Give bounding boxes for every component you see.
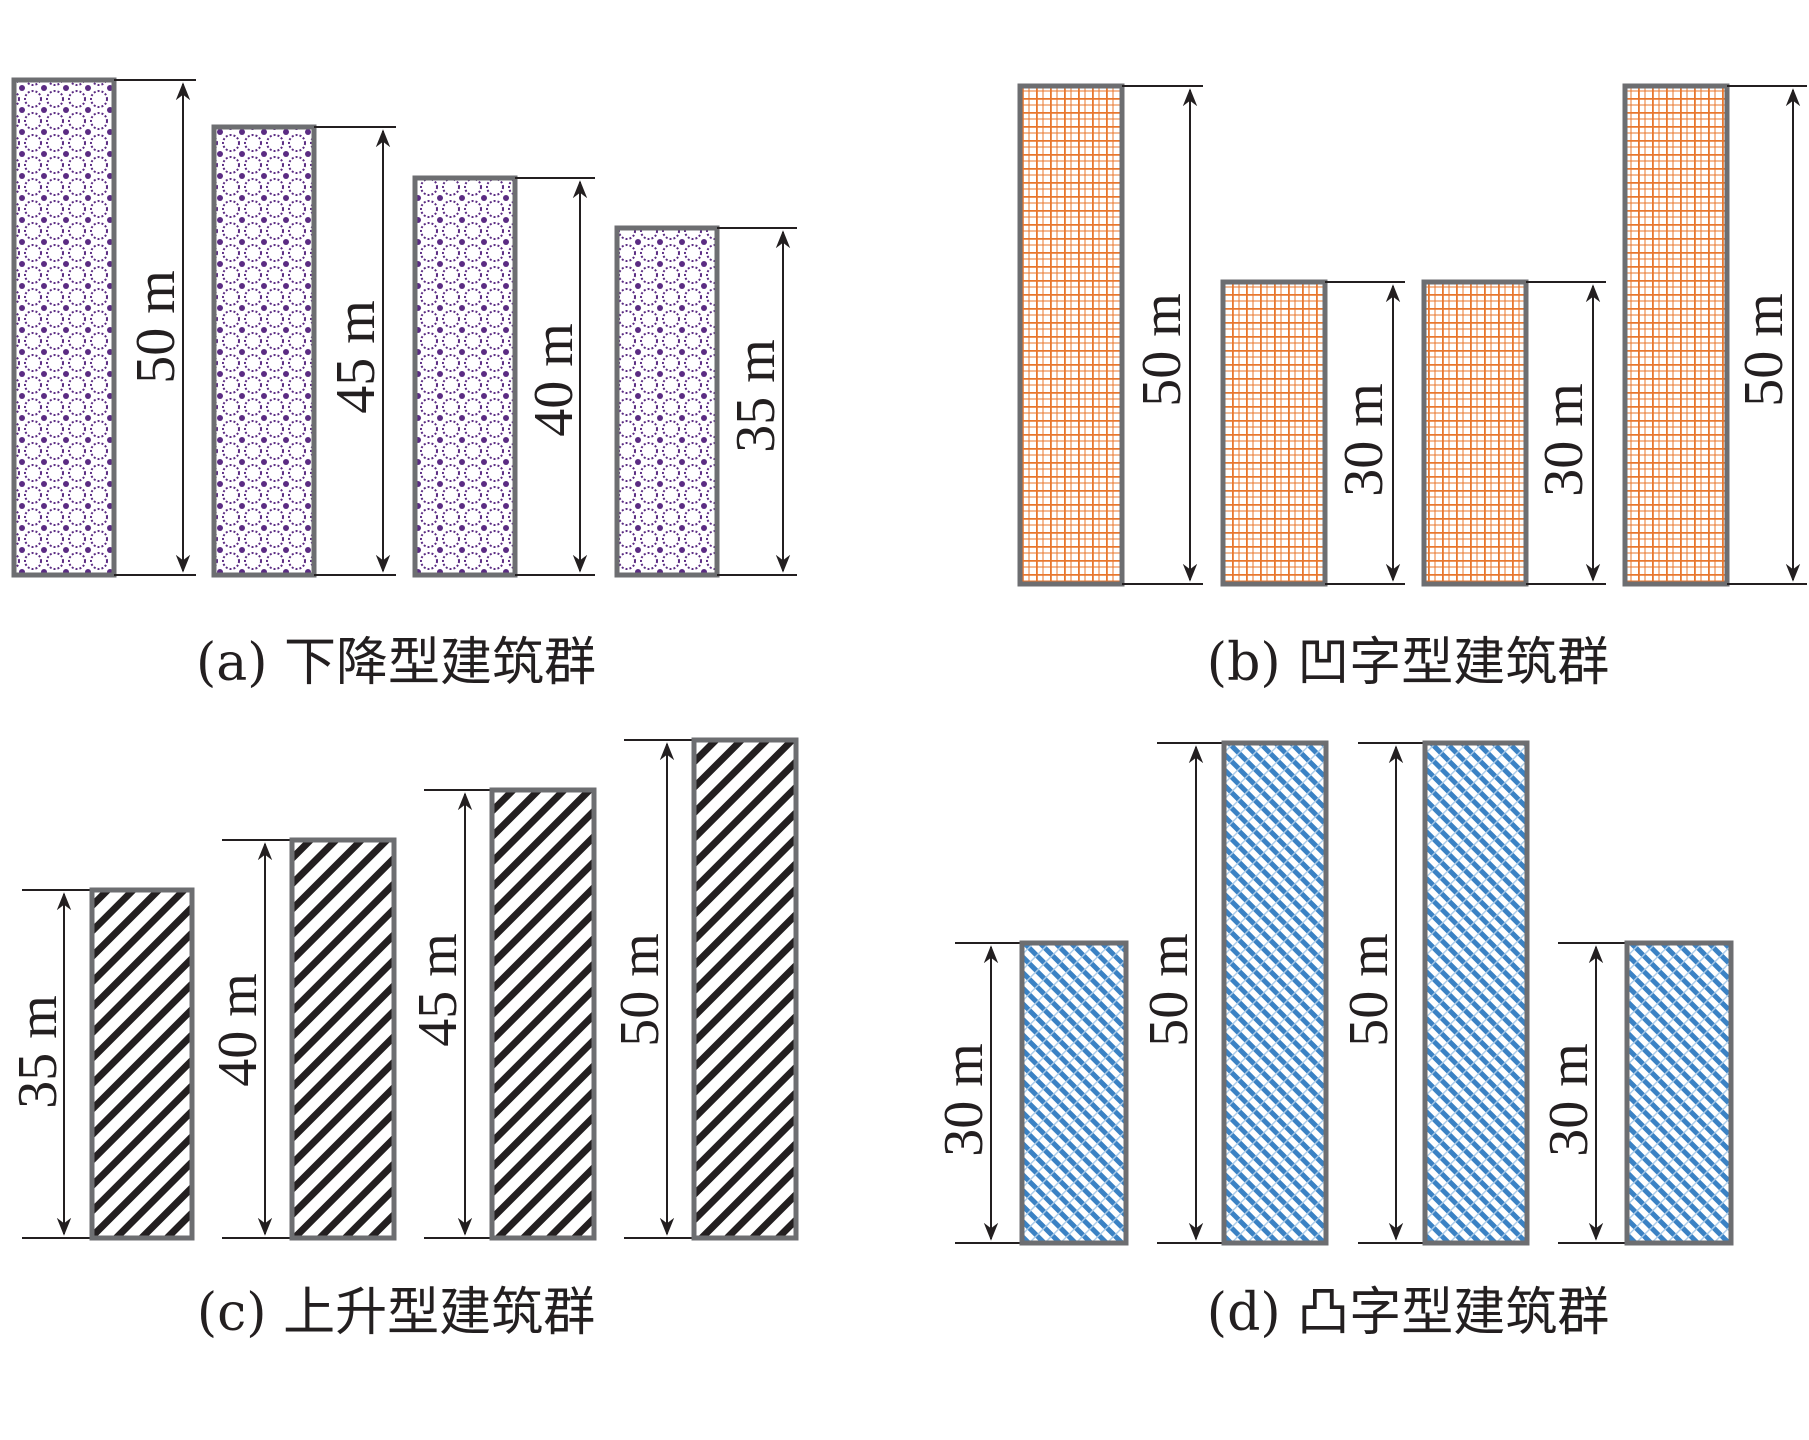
building-a1-body (11, 77, 117, 578)
height-label: 35 m (7, 995, 69, 1109)
panel-b: 50 m 30 m 30 m 50 m (b) 凹字型建筑群 (1017, 83, 1807, 693)
height-label: 30 m (1333, 383, 1395, 497)
building-a4-body (614, 225, 720, 578)
building-b3-body (1421, 279, 1529, 587)
building-b4: 50 m (1622, 83, 1807, 587)
building-b4-body (1622, 83, 1730, 587)
building-c3-body (489, 787, 597, 1241)
height-label: 50 m (1138, 933, 1200, 1047)
building-c2: 40 m (207, 837, 397, 1241)
building-b2-body (1220, 279, 1328, 587)
building-b1: 50 m (1017, 83, 1203, 587)
panel-caption: (b) 凹字型建筑群 (1207, 633, 1609, 693)
panel-caption: (c) 上升型建筑群 (197, 1283, 595, 1343)
height-label: 50 m (1338, 933, 1400, 1047)
height-label: 30 m (1533, 383, 1595, 497)
building-d2: 50 m (1138, 740, 1329, 1246)
building-d2-body (1221, 740, 1329, 1246)
building-c4: 50 m (609, 737, 799, 1241)
height-label: 50 m (125, 270, 187, 384)
panel-caption: (d) 凸字型建筑群 (1207, 1283, 1609, 1343)
building-c3: 45 m (407, 787, 597, 1241)
building-d4: 30 m (1538, 940, 1734, 1246)
building-b1-body (1017, 83, 1125, 587)
building-a3: 40 m (412, 175, 595, 578)
building-d3: 50 m (1338, 740, 1530, 1246)
building-d3-body (1422, 740, 1530, 1246)
panel-c: 35 m 40 m 45 m 50 m (c) 上升型建筑群 (7, 737, 799, 1343)
building-c1-body (89, 887, 195, 1241)
height-label: 40 m (207, 973, 269, 1087)
height-label: 45 m (325, 300, 387, 414)
building-a1: 50 m (11, 77, 196, 578)
building-a4: 35 m (614, 225, 797, 578)
panel-a: 50 m 45 m 40 m 35 m (a) 下降型建筑群 (11, 77, 797, 693)
panel-caption: (a) 下降型建筑群 (196, 633, 596, 693)
height-label: 45 m (407, 933, 469, 1047)
building-c4-body (691, 737, 799, 1241)
building-c2-body (289, 837, 397, 1241)
height-label: 40 m (523, 323, 585, 437)
building-a2-body (211, 124, 317, 578)
building-b3: 30 m (1421, 279, 1606, 587)
building-b2: 30 m (1220, 279, 1405, 587)
height-label: 30 m (933, 1043, 995, 1157)
height-label: 50 m (1733, 293, 1795, 407)
panel-d: 30 m 50 m 50 m 30 m (d) 凸字型建筑群 (933, 740, 1734, 1343)
building-d1-body (1019, 940, 1129, 1246)
building-a3-body (412, 175, 518, 578)
building-a2: 45 m (211, 124, 396, 578)
height-label: 50 m (1131, 293, 1193, 407)
building-d1: 30 m (933, 940, 1129, 1246)
building-c1: 35 m (7, 887, 195, 1241)
height-label: 35 m (725, 339, 787, 453)
height-label: 50 m (609, 933, 671, 1047)
building-d4-body (1624, 940, 1734, 1246)
height-label: 30 m (1538, 1043, 1600, 1157)
